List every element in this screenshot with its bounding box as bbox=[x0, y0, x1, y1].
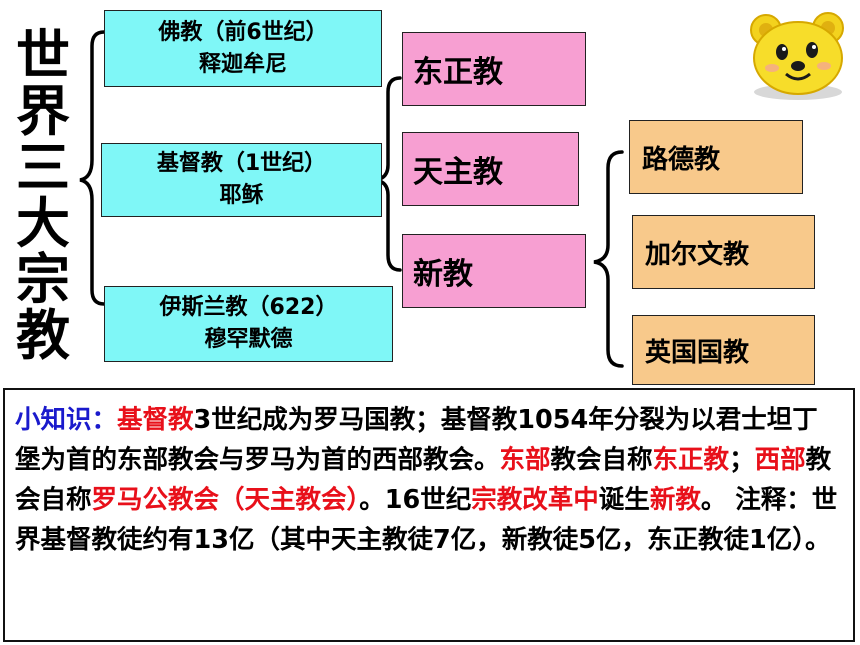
branch-label: 天主教 bbox=[413, 155, 503, 190]
note-highlight: 西部 bbox=[754, 445, 806, 475]
note-highlight: 基督教 bbox=[117, 405, 194, 435]
note-highlight: 宗教改革中 bbox=[471, 485, 599, 515]
note-highlight: 新教 bbox=[649, 485, 701, 515]
diagram-title: 世 界 三 大 宗 教 bbox=[12, 28, 74, 364]
protestant-bracket bbox=[593, 150, 624, 368]
title-char: 大 bbox=[16, 192, 70, 255]
protestant-box: 新教 bbox=[402, 234, 586, 308]
note-text: 。16世纪 bbox=[359, 485, 472, 515]
note-highlight: 东部 bbox=[499, 445, 551, 475]
calvinist-box: 加尔文教 bbox=[632, 215, 815, 289]
religion-founder: 释迦牟尼 bbox=[198, 51, 287, 77]
catholic-box: 天主教 bbox=[402, 132, 579, 206]
title-char: 三 bbox=[16, 136, 70, 199]
note-text: 。 注释：世界基督教徒约有13亿（其中天主教徒7亿，新教徒5亿，东正教徒1亿）。 bbox=[15, 485, 838, 555]
note-text: 诞生 bbox=[598, 485, 650, 515]
branch-label: 新教 bbox=[413, 257, 473, 292]
religion-founder: 穆罕默德 bbox=[204, 327, 293, 352]
religion-name: 伊斯兰教（622） bbox=[159, 295, 338, 320]
islam-box: 伊斯兰教（622） 穆罕默德 bbox=[104, 286, 393, 362]
sub-branch-label: 加尔文教 bbox=[645, 239, 750, 270]
title-char: 宗 bbox=[16, 248, 70, 311]
note-text: 教会自称 bbox=[15, 445, 832, 515]
note-label: 小知识： bbox=[15, 405, 118, 435]
title-char: 教 bbox=[16, 304, 70, 367]
buddhism-box: 佛教（前6世纪） 释迦牟尼 bbox=[104, 10, 382, 87]
branch-label: 东正教 bbox=[413, 55, 503, 90]
christianity-box: 基督教（1世纪） 耶稣 bbox=[101, 143, 382, 217]
note-text: ； bbox=[729, 445, 755, 475]
sub-branch-label: 英国国教 bbox=[645, 337, 750, 368]
religion-name: 基督教（1世纪） bbox=[156, 151, 327, 176]
religion-name: 佛教（前6世纪） bbox=[158, 19, 328, 45]
anglican-box: 英国国教 bbox=[632, 315, 815, 385]
note-text: 教会自称 bbox=[550, 445, 653, 475]
note-highlight: 罗马公教会（天主教会） bbox=[91, 485, 360, 515]
bear-mascot-icon bbox=[750, 12, 844, 100]
note-text: 3世纪成为罗马国教；基督教1054年分裂为以君士坦丁堡为首的东部教会与罗马为首的… bbox=[15, 405, 818, 475]
title-char: 界 bbox=[16, 80, 70, 143]
lutheran-box: 路德教 bbox=[629, 120, 803, 194]
title-char: 世 bbox=[16, 24, 70, 87]
orthodox-box: 东正教 bbox=[402, 32, 586, 106]
note-highlight: 东正教 bbox=[652, 445, 730, 475]
religions-bracket bbox=[79, 30, 106, 306]
religion-founder: 耶稣 bbox=[219, 183, 264, 208]
knowledge-note: 小知识：基督教3世纪成为罗马国教；基督教1054年分裂为以君士坦丁堡为首的东部教… bbox=[3, 388, 855, 642]
sub-branch-label: 路德教 bbox=[642, 144, 721, 175]
